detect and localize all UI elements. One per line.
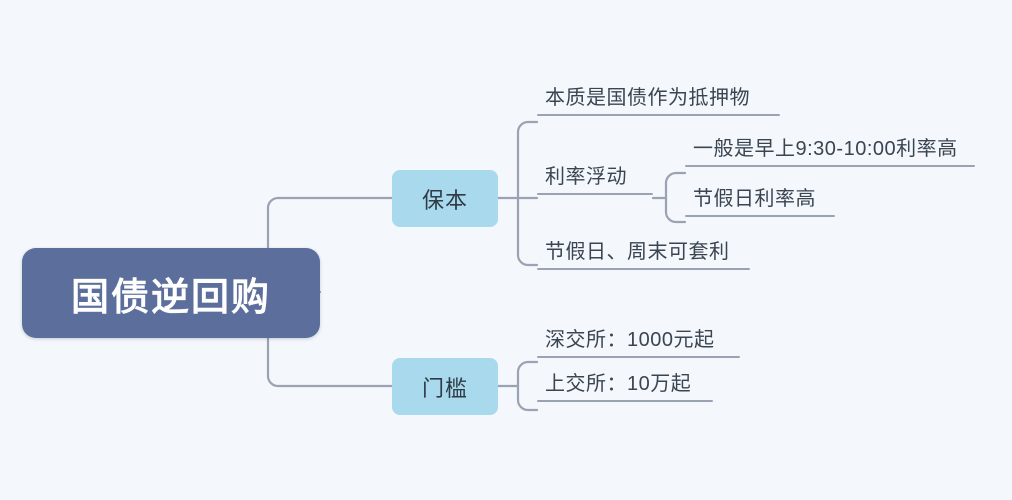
- leaf-underline: [537, 400, 713, 402]
- leaf-node-sse-threshold[interactable]: 上交所：10万起: [537, 374, 713, 402]
- leaf-node-rate-float-label: 利率浮动: [545, 166, 627, 188]
- leaf-node-szse-threshold[interactable]: 深交所：1000元起: [537, 330, 740, 358]
- leaf-underline: [685, 215, 835, 217]
- leaf-node-essence-label: 本质是国债作为抵押物: [545, 87, 750, 109]
- leaf-node-rate-float[interactable]: 利率浮动: [537, 167, 653, 195]
- leaf-node-holiday-rate[interactable]: 节假日利率高: [685, 189, 835, 217]
- leaf-node-holiday-rate-label: 节假日利率高: [693, 188, 816, 210]
- leaf-node-arbitrage-label: 节假日、周末可套利: [545, 241, 730, 263]
- branch-node-baoben[interactable]: 保本: [392, 170, 498, 227]
- branch-node-menkan[interactable]: 门槛: [392, 358, 498, 415]
- leaf-node-morning-rate-label: 一般是早上9:30-10:00利率高: [693, 138, 958, 160]
- leaf-underline: [537, 193, 653, 195]
- leaf-node-essence[interactable]: 本质是国债作为抵押物: [537, 88, 780, 116]
- branch-node-baoben-label: 保本: [421, 187, 468, 213]
- leaf-underline: [537, 356, 740, 358]
- leaf-node-szse-threshold-label: 深交所：1000元起: [545, 329, 715, 351]
- root-node[interactable]: 国债逆回购: [22, 248, 320, 338]
- root-node-label: 国债逆回购: [70, 276, 271, 319]
- leaf-underline: [537, 268, 750, 270]
- branch-node-menkan-label: 门槛: [421, 375, 468, 401]
- leaf-node-morning-rate[interactable]: 一般是早上9:30-10:00利率高: [685, 139, 975, 167]
- leaf-node-sse-threshold-label: 上交所：10万起: [545, 373, 692, 395]
- leaf-underline: [537, 114, 780, 116]
- leaf-underline: [685, 165, 975, 167]
- leaf-node-arbitrage[interactable]: 节假日、周末可套利: [537, 242, 750, 270]
